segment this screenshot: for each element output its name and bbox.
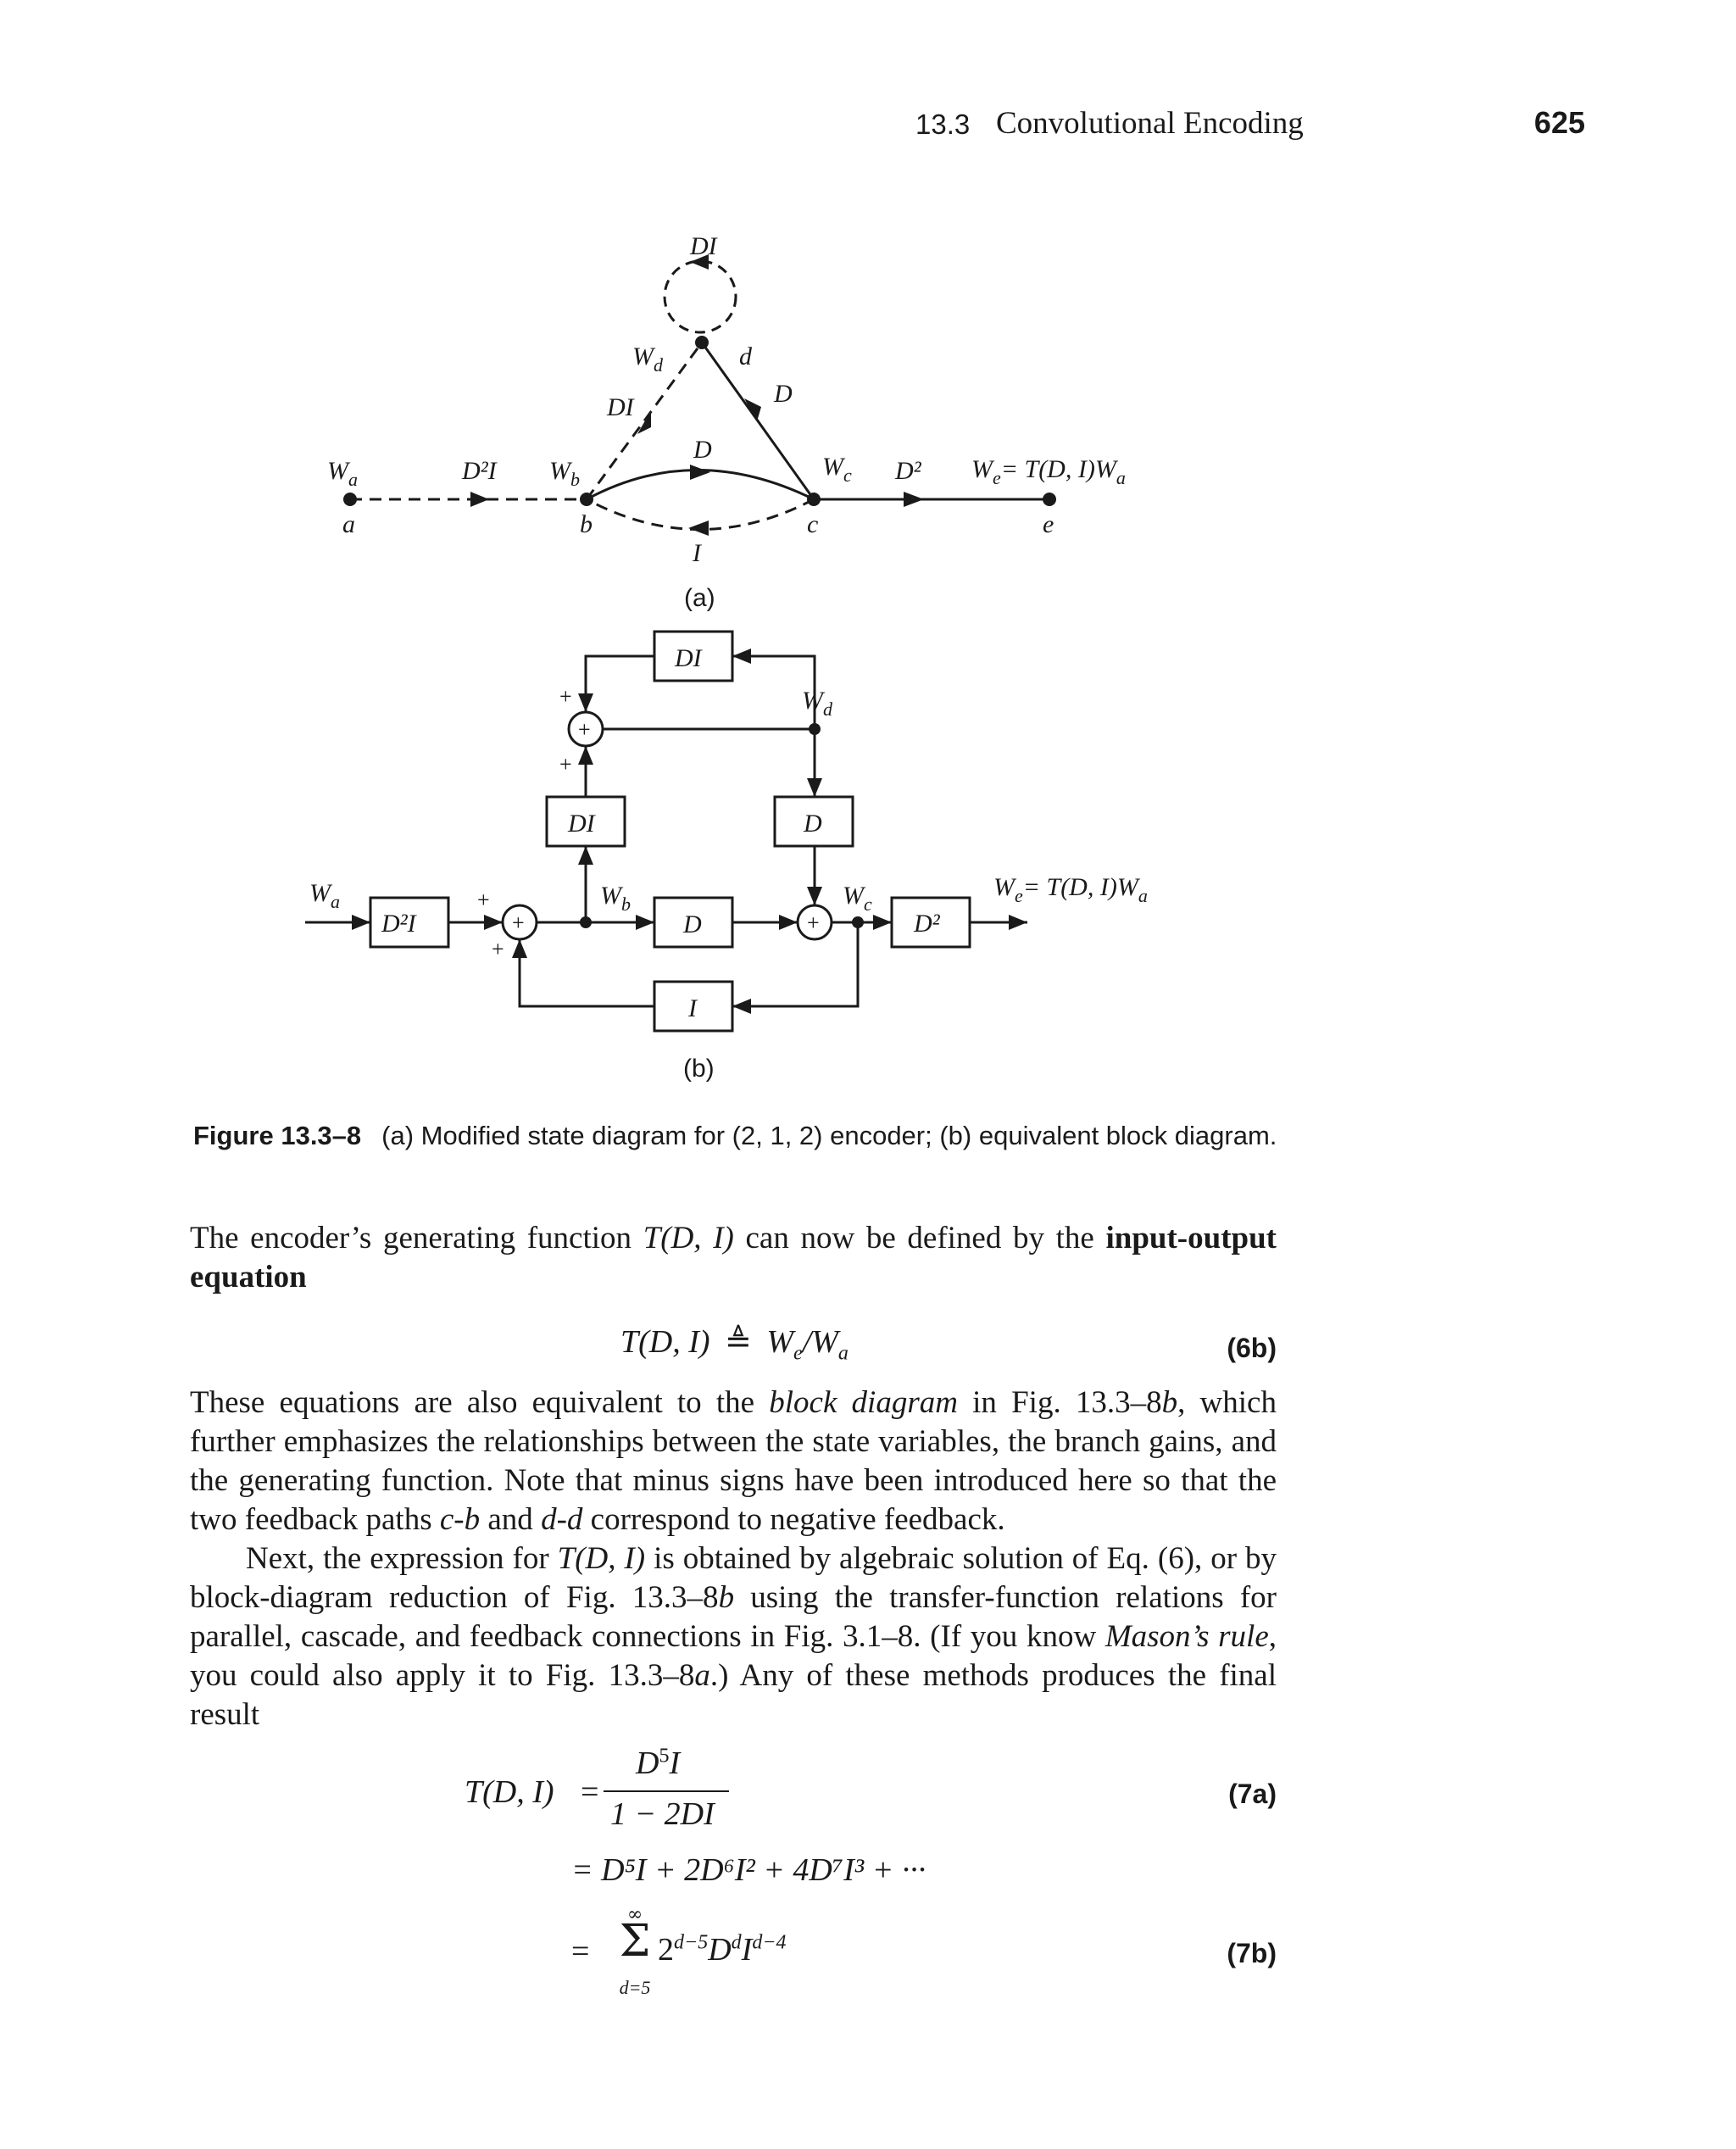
block-b-to-d-label: DI bbox=[567, 810, 597, 838]
label-node-e: e bbox=[1043, 510, 1054, 538]
block-in-label: D²I bbox=[381, 910, 418, 938]
sign-b-2: + bbox=[492, 937, 504, 961]
block-diagram-b bbox=[305, 630, 1027, 1033]
equation-number-6b: (6b) bbox=[1227, 1333, 1277, 1363]
label-b-Wc: Wc bbox=[843, 882, 872, 915]
block-out-label: D² bbox=[913, 910, 941, 938]
label-Wd: Wd bbox=[632, 342, 664, 376]
page-number: 625 bbox=[1533, 105, 1585, 140]
equation-7b-eq: = bbox=[571, 1934, 590, 1969]
gain-dc: D bbox=[773, 380, 793, 408]
block-fb-top-label: DI bbox=[674, 644, 704, 672]
paragraph-3: Next, the expression for T(D, I) is obta… bbox=[190, 1541, 1277, 1732]
section-number: 13.3 bbox=[915, 109, 971, 140]
diagram-a-labels: Wa a D²I Wb b D I DI Wd d D DI Wc c D² W… bbox=[327, 232, 1126, 612]
caption-text: (a) Modified state diagram for (2, 1, 2)… bbox=[381, 1121, 1277, 1150]
running-header: 13.3 Convolutional Encoding 625 bbox=[0, 105, 1736, 151]
sign-top-2: + bbox=[559, 752, 572, 777]
gain-bd: DI bbox=[606, 393, 636, 421]
figure-caption: Figure 13.3–8 (a) Modified state diagram … bbox=[193, 1121, 1566, 1151]
gain-bc: D bbox=[693, 436, 712, 464]
block-cb-label: I bbox=[687, 994, 698, 1022]
sign-b-1: + bbox=[477, 888, 490, 912]
node-a bbox=[343, 493, 357, 506]
paragraph-2: These equations are also equivalent to t… bbox=[190, 1385, 1277, 1537]
label-Wc: Wc bbox=[822, 453, 852, 486]
state-diagram-a bbox=[343, 254, 1056, 536]
label-b-Wd: Wd bbox=[802, 687, 833, 720]
gain-ce: D² bbox=[894, 457, 922, 485]
sublabel-b: (b) bbox=[683, 1055, 715, 1083]
equation-number-7b: (7b) bbox=[1227, 1938, 1277, 1968]
sum-upper-limit: ∞ bbox=[626, 1904, 643, 1925]
equation-7a-lhs: T(D, I) = bbox=[465, 1774, 599, 1810]
label-node-b: b bbox=[580, 510, 593, 538]
caption-label: Figure 13.3–8 bbox=[193, 1121, 362, 1150]
node-b bbox=[580, 493, 593, 506]
block-bc-label: D bbox=[682, 910, 702, 938]
equation-7b-term: 2d−5DdId−4 bbox=[658, 1931, 787, 1968]
sum-lower-limit: d=5 bbox=[619, 1977, 651, 1998]
sum-symbol: Σ bbox=[619, 1916, 651, 1967]
summer-top-symbol: + bbox=[578, 717, 591, 742]
gain-cb: I bbox=[692, 539, 703, 567]
summer-b-symbol: + bbox=[512, 910, 525, 935]
sign-top-1: + bbox=[559, 684, 572, 709]
node-e bbox=[1043, 493, 1056, 506]
gain-ab: D²I bbox=[461, 457, 498, 485]
equation-7a-denominator: 1 − 2DI bbox=[610, 1796, 715, 1832]
label-Wa: Wa bbox=[327, 457, 358, 490]
label-node-c: c bbox=[807, 510, 818, 538]
edge-d-c bbox=[700, 342, 815, 500]
edge-b-d bbox=[585, 342, 704, 500]
equation-6b: T(D, I) ≜ We/Wa bbox=[620, 1324, 849, 1365]
label-b-We: We= T(D, I)Wa bbox=[993, 873, 1148, 906]
label-node-d: d bbox=[739, 342, 753, 370]
node-c bbox=[807, 493, 821, 506]
summer-c-symbol: + bbox=[807, 910, 820, 935]
label-Wb: Wb bbox=[549, 457, 580, 490]
equation-number-7a: (7a) bbox=[1228, 1779, 1277, 1809]
block-dc-label: D bbox=[803, 810, 822, 838]
section-title: Convolutional Encoding bbox=[996, 106, 1304, 141]
node-d bbox=[695, 336, 709, 349]
sublabel-a: (a) bbox=[684, 584, 715, 612]
self-loop-d bbox=[663, 259, 737, 334]
diagram-b-labels: D²I DI DI D D I D² + + + + + + + Wa Wb W… bbox=[309, 644, 1148, 1083]
figure-13-3-8: Wa a D²I Wb b D I DI Wd d D DI Wc c D² W… bbox=[305, 232, 1148, 1083]
gain-dd: DI bbox=[689, 232, 719, 260]
paragraph-1: The encoder’s generating function T(D, I… bbox=[190, 1221, 1277, 1294]
label-b-Wb: Wb bbox=[600, 882, 631, 915]
label-b-Wa: Wa bbox=[309, 879, 340, 912]
fraction-bar bbox=[604, 1790, 729, 1792]
label-node-a: a bbox=[342, 510, 355, 538]
equation-7-series: = D⁵I + 2D⁶I² + 4D⁷I³ + ··· bbox=[571, 1852, 926, 1888]
equation-7a-numerator: D5I bbox=[636, 1745, 681, 1781]
label-We: We= T(D, I)Wa bbox=[971, 455, 1126, 488]
